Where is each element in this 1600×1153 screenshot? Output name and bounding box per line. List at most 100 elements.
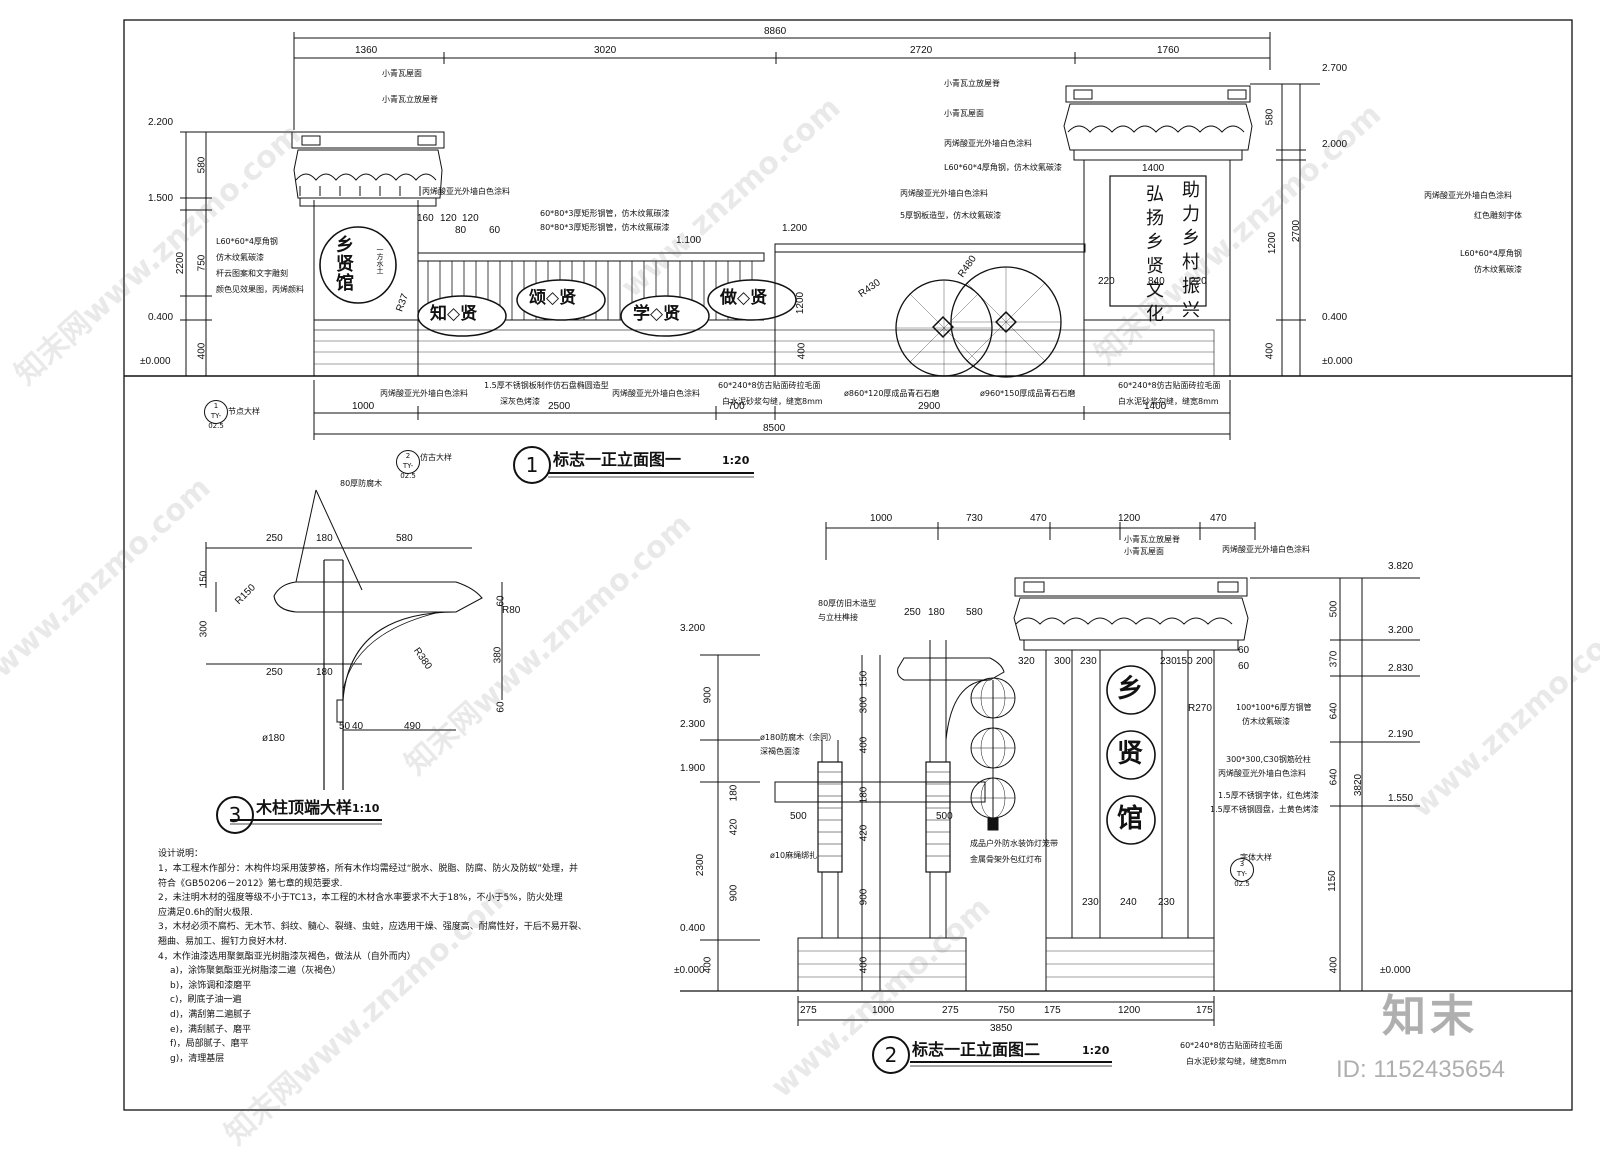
d1-bottom-dim: 1000 [352,401,375,412]
d2-vdim: 370 [1328,650,1340,668]
d1-annotation: 60*80*3厚矩形钢管，仿木纹氟碳漆 [540,209,670,218]
d2-mid-vdim: 400 [858,956,870,974]
d2-annotation: 丙烯酸亚光外墙白色涂料 [1218,769,1306,778]
d1-annotation: L60*60*4厚角钢 [1460,249,1522,258]
note-line: f)，局部腻子、磨平 [170,1039,249,1050]
d2-inner-dim: 180 [928,607,945,618]
ref-sheet: TY-02.5 [208,412,224,430]
d2-vdim: 500 [1328,600,1340,618]
panel-column-text: 弘扬乡贤文化 [1143,184,1164,328]
d2-annotation: 字体大样 [1240,853,1272,862]
d2-annotation: 成品户外防水装饰灯笼带 [970,839,1058,848]
note-line: a)，涂饰聚氨酯亚光树脂漆二遍（灰褐色） [170,966,342,977]
d2-inner-dim: 150 [1176,656,1193,667]
d1-level: 2.700 [1322,63,1348,74]
d3-dim: 180 [316,667,333,678]
d1-annotation: 仿古大样 [420,453,452,462]
note-line: 翘曲、易加工、握钉力良好木材. [158,936,287,947]
d3-dim: 150 [198,570,210,588]
medallion-text: 颂◇贤 [529,288,577,308]
d1-bottom-dim: 2900 [918,401,941,412]
drawing-scale: 1:10 [352,802,380,815]
d2-top-dim: 470 [1210,513,1227,524]
d2-inner-dim: 230 [1080,656,1097,667]
d2-level: ±0.000 [674,965,705,976]
drawing-title: 木柱顶端大样 [256,798,353,817]
d1-level: 1.200 [782,223,808,234]
ref-sheet: TY-02.5 [400,462,416,480]
notes-body: 1，本工程木作部分：木构件均采用菠萝格，所有木作均需经过“脱水、脱脂、防腐、防火… [158,862,587,1066]
d1-inner-dim: 220 [1190,276,1207,287]
ref-num: 1 [213,402,219,410]
d1-annotation: 丙烯酸亚光外墙白色涂料 [944,139,1032,148]
d2-top-dim: 730 [966,513,983,524]
d2-level: 3.820 [1388,561,1414,572]
d1-annotation: 白水泥砂浆勾缝，缝宽8mm [1118,397,1219,406]
d1-annotation: L60*60*4厚角钢，仿木纹氟碳漆 [944,163,1062,172]
d1-annotation: 丙烯酸亚光外墙白色涂料 [612,389,700,398]
d2-level: 3.200 [1388,625,1414,636]
d1-annotation: 节点大样 [228,407,260,416]
d2-bottom-dim: 275 [942,1005,959,1016]
d2-bottom-dim: 750 [998,1005,1015,1016]
detail-ref-tag: 2 TY-02.5 [396,450,420,480]
d1-annotation: 丙烯酸亚光外墙白色涂料 [900,189,988,198]
d2-inner-dim: R270 [1188,703,1212,714]
d2-bottom-dim: 175 [1196,1005,1213,1016]
d1-inner-dim: 120 [462,213,479,224]
d2-annotation: 1.5厚不锈钢字体，红色烤漆 [1218,791,1319,800]
d1-annotation: 杆云图案和文字雕刻 [216,269,288,278]
d3-dim: 180 [316,533,333,544]
d2-inner-dim: 240 [1120,897,1137,908]
note-line: 4，木作油漆选用聚氨酯亚光树脂漆灰褐色，做法从（自外而内） [158,951,416,962]
d2-mid-vdim: 180 [858,786,870,804]
d1-top-dim: 2720 [910,45,933,56]
d3-top-label: 80厚防腐木 [340,479,383,488]
brand-logo: 知末 [1382,991,1478,1042]
d1-inner-dim: 160 [417,213,434,224]
d2-mid-vdim: 300 [858,696,870,714]
d2-mid-vdim: 150 [858,670,870,688]
d2-inner-dim: 500 [936,811,953,822]
d1-top-total: 8860 [764,26,787,37]
d1-vdim: 580 [196,156,208,174]
d2-inner-dim: 250 [904,607,921,618]
medallion-text: 学◇贤 [633,304,681,324]
d2-annotation: 1.5厚不锈钢圆盘，土黄色烤漆 [1210,805,1319,814]
d1-inner-dim: 220 [1098,276,1115,287]
d1-vdim: 580 [1264,108,1276,126]
medallion-text: 做◇贤 [720,288,768,308]
d2-top-dim: 1200 [1118,513,1141,524]
d1-top-dim: 1360 [355,45,378,56]
d1-annotation: 60*240*8仿古贴面砖拉毛面 [1118,381,1221,390]
d2-vdim: 640 [1328,768,1340,786]
d1-level: 2.000 [1322,139,1348,150]
d3-dim: ø180 [262,733,285,744]
d3-dim: 490 [404,721,421,732]
d1-annotation: 丙烯酸亚光外墙白色涂料 [422,187,510,196]
d2-mid-vdim: 420 [858,824,870,842]
d2-bottom-dim: 275 [800,1005,817,1016]
d1-annotation: 5厚钢板造型，仿木纹氟碳漆 [900,211,1002,220]
drawing-number: 3 [216,796,254,834]
d2-top-dim: 1000 [870,513,893,524]
d2-vdim: 900 [702,686,714,704]
d1-level: 0.400 [148,312,174,323]
d3-dim: 40 [352,721,364,732]
d1-inner-dim: 80 [455,225,467,236]
d1-level: 0.400 [1322,312,1348,323]
d2-level: 3.200 [680,623,706,634]
d1-annotation: 白水泥砂浆勾缝，缝宽8mm [722,397,823,406]
disc-char: 贤 [1117,739,1144,769]
drawing-number: 2 [872,1036,910,1074]
d2-inner-dim: 230 [1082,897,1099,908]
seal-text: 乡贤馆 [336,235,354,294]
note-line: d)，满刮第二遍腻子 [170,1009,252,1020]
d1-inner-dim: 60 [489,225,501,236]
d3-dim: 250 [266,667,283,678]
d2-inner-dim: 230 [1160,656,1177,667]
d2-level: 1.550 [1388,793,1414,804]
note-line: b)，涂饰调和漆磨平 [170,980,252,991]
